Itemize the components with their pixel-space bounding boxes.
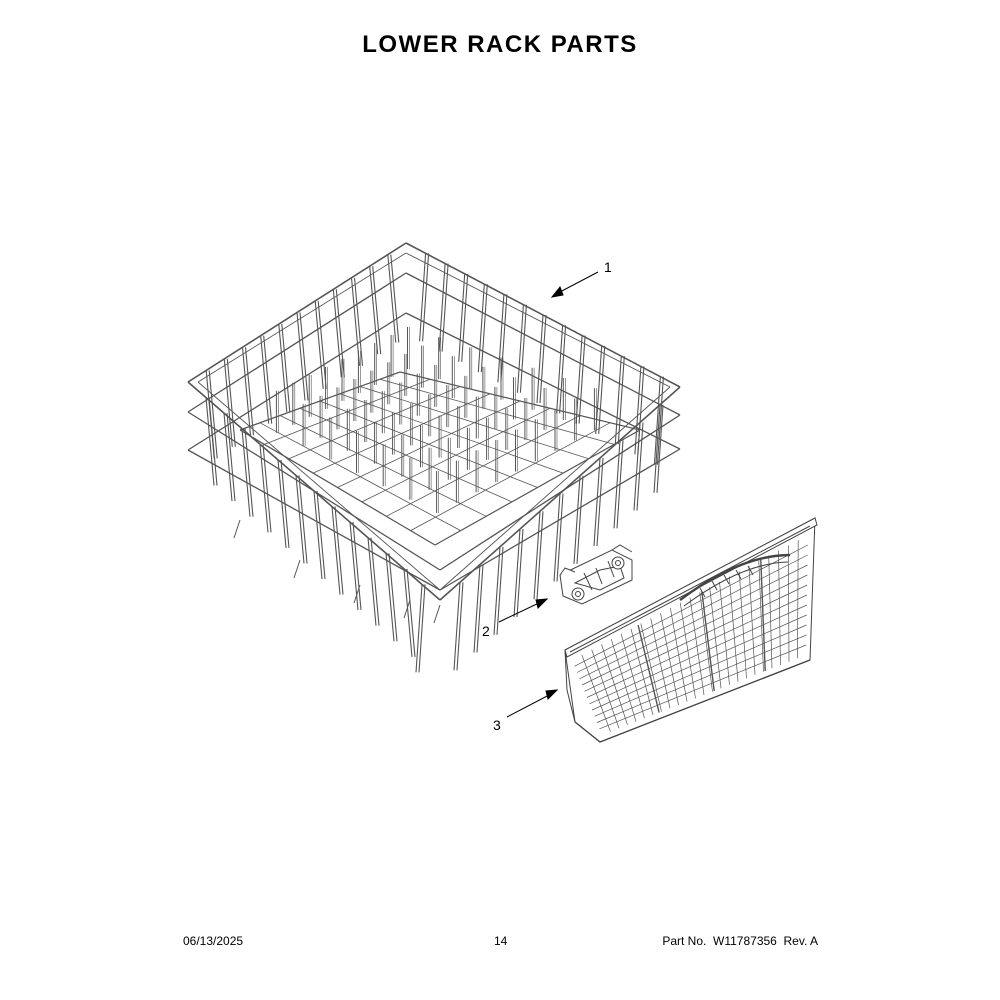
footer-date: 06/13/2025 xyxy=(183,934,244,948)
footer-part-number: Part No. W11787356 Rev. A xyxy=(662,934,818,948)
rev-value: A xyxy=(809,934,818,948)
lower-rack-illustration xyxy=(187,242,681,673)
callout-number-2: 2 xyxy=(482,623,490,639)
rev-label: Rev. xyxy=(783,934,808,948)
callout-number-3: 3 xyxy=(493,717,501,733)
rack-clip-illustration xyxy=(559,544,633,605)
page-title: LOWER RACK PARTS xyxy=(362,31,638,58)
silverware-basket-illustration xyxy=(564,517,818,743)
footer-page-number: 14 xyxy=(494,934,508,948)
callout-number-1: 1 xyxy=(604,259,612,275)
part-label: Part No. xyxy=(662,934,707,948)
callout-arrows xyxy=(498,271,599,718)
part-number: W11787356 xyxy=(713,934,777,948)
